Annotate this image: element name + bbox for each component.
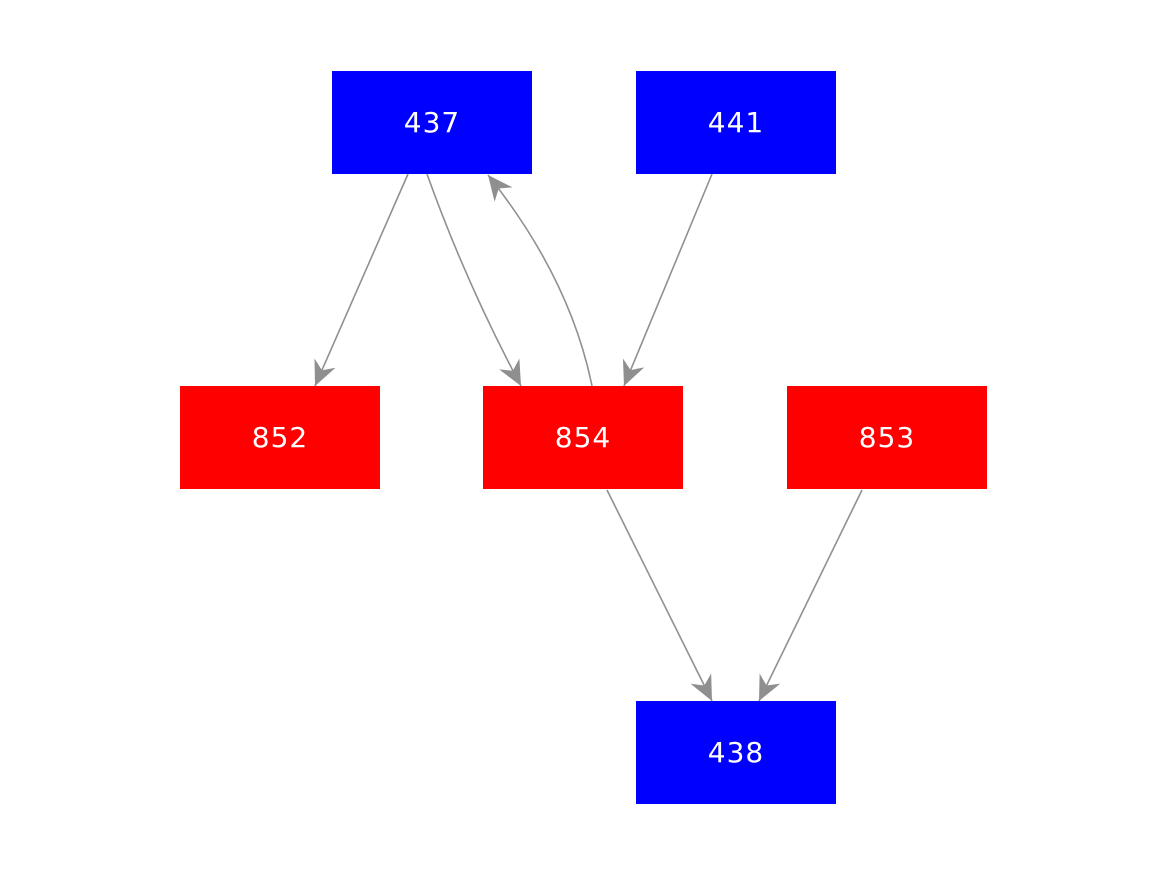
edge-441-854 bbox=[622, 173, 713, 387]
edge-853-438 bbox=[758, 489, 863, 702]
edge-437-852 bbox=[314, 173, 409, 387]
edge-854-438 bbox=[606, 489, 713, 702]
node-438: 438 bbox=[636, 701, 836, 804]
node-441: 441 bbox=[636, 71, 836, 174]
node-437-label: 437 bbox=[403, 106, 461, 139]
node-438-label: 438 bbox=[707, 736, 765, 769]
node-854: 854 bbox=[483, 386, 683, 489]
node-441-label: 441 bbox=[707, 106, 765, 139]
node-437: 437 bbox=[332, 71, 532, 174]
edge-854-437 bbox=[487, 174, 593, 387]
node-853: 853 bbox=[787, 386, 987, 489]
node-852: 852 bbox=[180, 386, 380, 489]
edge-437-854 bbox=[426, 173, 522, 387]
node-853-label: 853 bbox=[858, 421, 916, 454]
node-852-label: 852 bbox=[251, 421, 309, 454]
node-854-label: 854 bbox=[554, 421, 612, 454]
